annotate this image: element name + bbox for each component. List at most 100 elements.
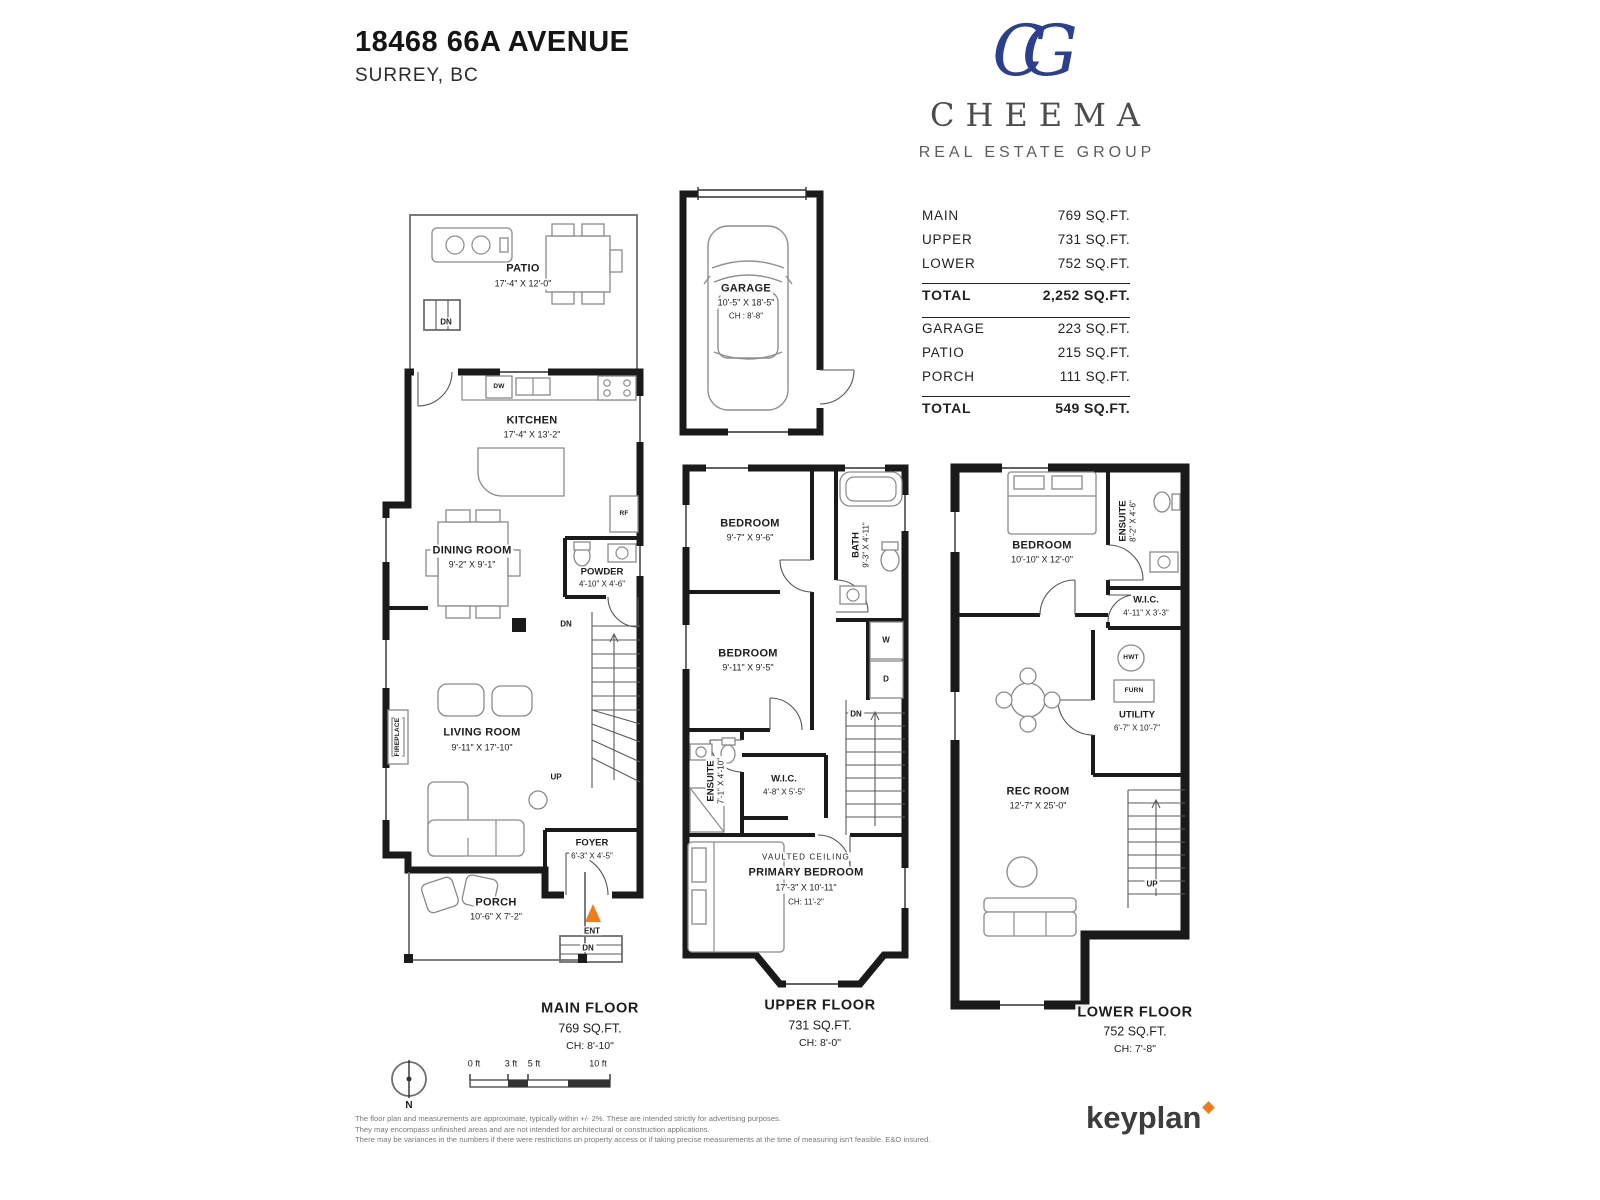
- marker-dishwasher: DW: [491, 383, 507, 391]
- marker-entry: ENT: [582, 926, 602, 936]
- keyplan-logo: keyplan: [1086, 1100, 1216, 1136]
- room-ch-primary: CH: 11'-2": [786, 897, 826, 907]
- marker-dn-entry: DN: [580, 943, 596, 953]
- brand-name: CHEEMA: [930, 96, 1151, 134]
- room-label-dining: DINING ROOM: [430, 544, 514, 558]
- room-label-rec: REC ROOM: [1004, 785, 1072, 799]
- room-dims-porch: 10'-6" X 7'-2": [468, 911, 524, 923]
- area-row-total-extras: TOTAL 549 SQ.FT.: [922, 400, 1130, 427]
- area-row-garage: GARAGE 223 SQ.FT.: [922, 321, 1130, 345]
- room-dims-upper-bedroom1: 9'-7" X 9'-6": [724, 532, 776, 544]
- room-dims-powder: 4'-10" X 4'-6": [576, 579, 628, 589]
- area-row-patio: PATIO 215 SQ.FT.: [922, 345, 1130, 369]
- stove-icon: [597, 375, 637, 401]
- rec-table-icon: [995, 667, 1061, 733]
- washer-dryer-icon: [869, 621, 904, 699]
- table-divider: [922, 283, 1130, 284]
- room-dims-living: 9'-11" X 17'-10": [449, 742, 515, 754]
- main-stairs-icon: [591, 612, 641, 788]
- room-label-patio: PATIO: [504, 262, 542, 276]
- lower-bed-icon: [1007, 471, 1097, 535]
- room-label-utility: UTILITY: [1117, 709, 1157, 721]
- city-line: SURREY, BC: [355, 65, 479, 86]
- area-label: PORCH: [922, 369, 975, 384]
- room-name: BATH: [850, 532, 862, 558]
- kitchen-counter-icon: [461, 375, 636, 401]
- lower-toilet-icon: [1153, 491, 1171, 513]
- room-dims-utility: 6'-7" X 10'-7": [1111, 723, 1163, 733]
- lower-stairs-icon: [1127, 789, 1185, 908]
- room-label-living: LIVING ROOM: [441, 726, 523, 740]
- room-label-upper-wic: W.I.C.: [769, 773, 799, 785]
- upper-floor-group: [681, 463, 910, 989]
- disclaimer: The floor plan and measurements are appr…: [355, 1114, 930, 1146]
- scale-tick-5: 5 ft: [525, 1058, 543, 1070]
- disclaimer-line-3: There may be variances in the numbers if…: [355, 1135, 931, 1144]
- area-label: UPPER: [922, 232, 973, 247]
- room-label-garage: GARAGE: [718, 282, 774, 296]
- area-value: 769 SQ.FT.: [1057, 208, 1130, 223]
- room-label-primary: PRIMARY BEDROOM: [746, 866, 866, 880]
- caption-main-ch: CH: 8'-10": [564, 1039, 616, 1053]
- room-dims-patio: 17'-4" X 12'-0": [492, 278, 554, 290]
- area-label: GARAGE: [922, 321, 985, 336]
- area-value: 549 SQ.FT.: [1055, 400, 1130, 416]
- scale-bar-icon: [469, 1074, 611, 1088]
- area-label: LOWER: [922, 256, 976, 271]
- upper-exterior-walls: [682, 464, 909, 988]
- room-ch-garage: CH : 8'-8": [726, 311, 766, 321]
- porch-outline: [404, 872, 587, 963]
- marker-washer: W: [880, 635, 892, 645]
- area-row-upper: UPPER 731 SQ.FT.: [922, 232, 1130, 256]
- property-address: 18468 66A AVENUE SURREY, BC: [355, 26, 630, 87]
- caption-upper-floor: UPPER FLOOR: [762, 997, 878, 1015]
- room-label-upper-bedroom1: BEDROOM: [718, 517, 782, 531]
- room-label-kitchen: KITCHEN: [504, 414, 560, 428]
- main-windows: [381, 366, 645, 901]
- lower-windows: [949, 462, 1048, 1011]
- upper-windows: [681, 463, 910, 989]
- sofa-icon: [427, 781, 525, 857]
- room-dims-kitchen: 17'-4" X 13'-2": [501, 429, 563, 441]
- garage-door-icon: [697, 187, 807, 200]
- room-label-porch: PORCH: [473, 896, 519, 910]
- room-dims-primary: 17'-3" X 10'-11": [773, 882, 839, 894]
- bbq-icon: [431, 227, 513, 263]
- lower-interior-walls: [955, 468, 1185, 777]
- room-dims-rec: 12'-7" X 25'-0": [1007, 800, 1069, 812]
- room-dims-dining: 9'-2" X 9'-1": [446, 559, 498, 571]
- marker-north: N: [403, 1100, 415, 1112]
- lower-ensuite-fixtures: [1149, 491, 1181, 573]
- porch-chairs-icon: [421, 874, 499, 914]
- area-row-main: MAIN 769 SQ.FT.: [922, 208, 1130, 232]
- caption-upper-ch: CH: 8'-0": [797, 1036, 843, 1050]
- monogram-g: G: [1021, 10, 1078, 92]
- room-label-lower-wic: W.I.C.: [1131, 594, 1161, 606]
- caption-lower-floor: LOWER FLOOR: [1075, 1004, 1195, 1022]
- room-dims-garage: 10'-5" X 18'-5": [715, 297, 777, 309]
- area-row-total-floors: TOTAL 2,252 SQ.FT.: [922, 287, 1130, 314]
- keyplan-wordmark: keyplan: [1086, 1100, 1202, 1135]
- room-label-foyer: FOYER: [573, 837, 611, 849]
- compass-icon: [391, 1060, 427, 1098]
- address-line: 18468 66A AVENUE: [355, 26, 630, 58]
- upper-doors: [709, 559, 869, 868]
- area-label: MAIN: [922, 208, 959, 223]
- table-divider: [922, 317, 1130, 318]
- side-table-icon: [528, 790, 548, 810]
- marker-fridge: RF: [617, 510, 631, 518]
- disclaimer-line-1: The floor plan and measurements are appr…: [355, 1114, 781, 1123]
- upper-stairs-icon: [845, 700, 905, 835]
- area-value: 752 SQ.FT.: [1057, 256, 1130, 271]
- marker-dn-upper-stairs: DN: [848, 709, 864, 719]
- area-value: 2,252 SQ.FT.: [1042, 287, 1130, 303]
- scale-tick-3: 3 ft: [502, 1058, 520, 1070]
- lower-floor-group: [949, 462, 1190, 1011]
- lower-sofa-icon: [983, 897, 1077, 937]
- room-label-lower-bedroom: BEDROOM: [1010, 539, 1074, 553]
- marker-furnace: FURN: [1122, 687, 1146, 695]
- kitchen-island-icon: [477, 447, 565, 497]
- table-divider: [922, 396, 1130, 397]
- room-label-bath: BATH 9'-3" X 4'-11": [850, 520, 872, 570]
